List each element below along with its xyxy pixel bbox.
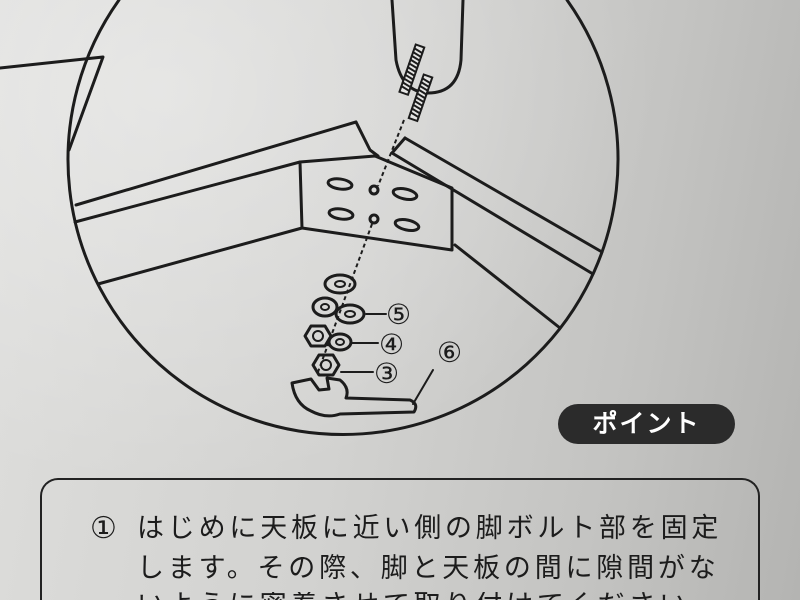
bolt-hole xyxy=(368,184,380,196)
instruction-box xyxy=(40,478,760,600)
callout-label-3: ③ xyxy=(374,357,399,390)
leader-line xyxy=(412,369,434,405)
hex-nut xyxy=(311,353,341,377)
instruction-line-1: はじめに天板に近い側の脚ボルト部を固定 xyxy=(137,513,723,544)
table-leg xyxy=(390,0,465,95)
bolt-hole xyxy=(368,213,380,225)
washer xyxy=(323,273,357,295)
assembly-axis-dashed-line xyxy=(317,223,373,373)
washer xyxy=(311,296,339,318)
right-apron xyxy=(390,136,604,330)
corner-bracket xyxy=(298,154,454,252)
washer xyxy=(334,303,366,325)
callout-label-5: ⑤ xyxy=(386,298,411,331)
hex-nut xyxy=(303,324,333,348)
point-badge: ポイント xyxy=(558,404,735,444)
callout-label-6: ⑥ xyxy=(437,336,462,369)
assembly-axis-dashed-line xyxy=(377,119,405,187)
callout-label-4: ④ xyxy=(379,328,404,361)
step-number: ① xyxy=(90,511,117,546)
washer xyxy=(327,332,353,352)
slot-hole xyxy=(393,218,421,232)
hanger-bolt xyxy=(398,43,434,123)
callout-tail xyxy=(0,55,105,152)
detail-circle xyxy=(66,0,620,437)
left-apron xyxy=(73,120,380,286)
wrench xyxy=(290,376,418,418)
slot-hole xyxy=(326,177,354,191)
instruction-line-3: いように密着させて取り付けてください xyxy=(137,592,690,600)
slot-hole xyxy=(327,207,355,221)
slot-hole xyxy=(391,187,419,201)
instruction-line-2: します。その際、脚と天板の間に隙間がな xyxy=(137,553,720,584)
